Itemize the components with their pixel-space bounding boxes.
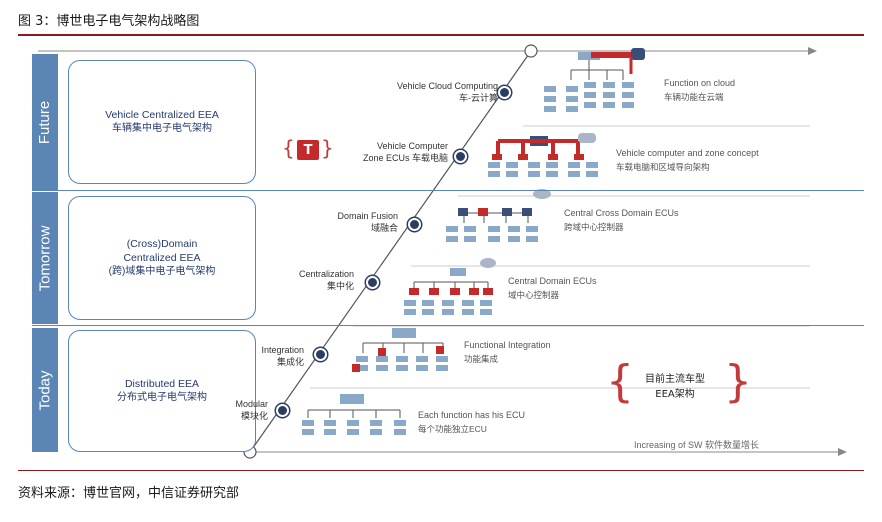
band-title-en: Vehicle Centralized EEA [105, 109, 219, 121]
topology-modular [302, 394, 406, 435]
stage-dot-vehicle-computer [454, 150, 467, 163]
figure-header: 图 3：博世电子电气架构战略图 [18, 8, 864, 36]
footer-rule [18, 470, 864, 471]
eea-strategy-diagram: Future Tomorrow Today Vehicle Centralize… [18, 38, 864, 466]
band-label-today: Today [32, 328, 58, 452]
stage-dot-modular [276, 404, 289, 417]
bracket-left: { [282, 136, 295, 160]
figure-footer: 资料来源：博世官网，中信证券研究部 [18, 466, 864, 506]
tesla-logo-icon: T [297, 140, 319, 160]
source-note: 资料来源：博世官网，中信证券研究部 [18, 486, 240, 501]
band-box-future: Vehicle Centralized EEA 车辆集中电子电气架构 [68, 60, 256, 184]
timeline-end-node [524, 44, 538, 58]
stage-dot-integration [314, 348, 327, 361]
bracket-right: } [321, 136, 334, 160]
sw-axis-caption: Increasing of SW 软件数量增长 [634, 440, 760, 450]
band-title-cn: 分布式电子电气架构 [117, 392, 207, 403]
band-box-tomorrow: (Cross)Domain Centralized EEA (跨)域集中电子电气… [68, 196, 256, 320]
stage-dot-cloud-computing [498, 86, 511, 99]
figure-title: 图 3：博世电子电气架构战略图 [18, 14, 200, 29]
mainstream-brace-left: { [606, 356, 634, 407]
band-title-cn: (跨)域集中电子电气架构 [108, 266, 216, 277]
band-separator [32, 325, 864, 326]
top-axis-arrow [808, 47, 817, 55]
sw-axis-arrow [838, 448, 847, 456]
band-label-future: Future [32, 54, 58, 190]
band-title-cn: 车辆集中电子电气架构 [112, 123, 212, 134]
diagram-canvas [38, 44, 847, 459]
band-separator [32, 190, 864, 191]
band-title-en-line2: Centralized EEA [123, 252, 201, 264]
topology-integration [352, 328, 448, 372]
topology-cloud [544, 48, 645, 112]
band-title-en-line1: (Cross)Domain [126, 238, 198, 250]
timeline-diagonal [249, 50, 532, 453]
stage-dot-centralization [366, 276, 379, 289]
band-box-today: Distributed EEA 分布式电子电气架构 [68, 330, 256, 452]
topology-vehicle-computer [488, 133, 598, 177]
band-label-tomorrow: Tomorrow [32, 192, 58, 324]
topology-cross-domain [446, 189, 551, 242]
band-title-en: Distributed EEA [124, 378, 200, 390]
mainstream-brace-right: } [724, 356, 752, 407]
header-rule [18, 34, 864, 36]
topology-domain [404, 258, 496, 315]
stage-dot-domain-fusion [408, 218, 421, 231]
